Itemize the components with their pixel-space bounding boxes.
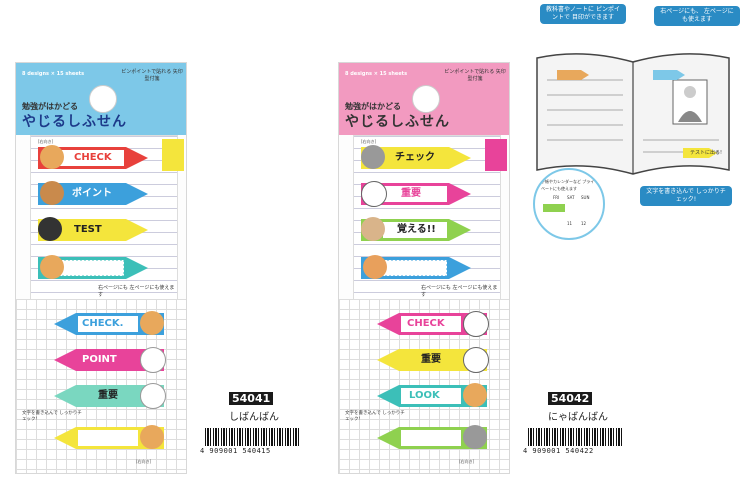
shiba-icon <box>40 145 64 169</box>
hang-hole <box>412 85 440 113</box>
instruction-note: 文字を書き込んで しっかりチェック! <box>22 411 82 422</box>
black-shiba-icon <box>38 217 62 241</box>
product-package-shiba: 8 designs × 15 sheets ピンポイントで貼れる 矢印型付箋 勉… <box>15 62 187 474</box>
tag-text: ポイント <box>72 188 112 199</box>
instruction-note: 文字を書き込んで しっかりチェック! <box>345 411 405 422</box>
tag-text: CHECK. <box>82 318 124 329</box>
product-name: しばんばん <box>229 412 279 423</box>
arrow-tag-green-left <box>377 425 487 449</box>
arrow-tag-yellow: TEST <box>38 217 148 241</box>
shiba-icon <box>140 425 164 449</box>
calendar-number: 11 <box>567 221 573 226</box>
cat-icon <box>463 311 489 337</box>
tag-text: チェック <box>395 152 435 163</box>
cat-icon <box>463 425 487 449</box>
mini-arrow-tag <box>543 204 565 212</box>
arrow-tag-pink: 重要 <box>361 181 471 207</box>
tag-text: TEST <box>74 224 102 235</box>
mid-note: 右ページにも 左ページにも使えます <box>421 285 498 298</box>
product-name: にゃばんばん <box>548 412 608 423</box>
callout-top-right: 右ページにも、 左ページにも使えます <box>654 6 740 26</box>
callout-top-left: 教科書やノートに ピンポイントで 目印ができます <box>540 4 626 24</box>
arrow-tag-blue-left: CHECK. <box>54 311 164 335</box>
tag-text: CHECK <box>74 152 112 163</box>
shiba-icon <box>140 347 166 373</box>
header-note: ピンポイントで貼れる 矢印型付箋 <box>444 69 506 82</box>
barcode <box>528 428 624 446</box>
arrow-tag-pink-left: CHECK <box>377 311 489 337</box>
mid-note: 右ページにも 左ページにも使えます <box>98 285 175 298</box>
count-label: 8 designs × 15 sheets <box>345 71 408 77</box>
arrow-tag-pink-left: POINT <box>54 347 166 373</box>
product-code: 54042 <box>548 392 593 405</box>
barcode-number: 4 909001 540422 <box>523 447 594 455</box>
white-shiba-icon <box>140 383 166 409</box>
cat-icon <box>463 347 489 373</box>
callout-bottom: 文字を書き込んで しっかりチェック! <box>640 186 732 206</box>
direction-label: [右向き] <box>38 139 54 144</box>
arrow-tag-blue <box>361 255 471 279</box>
product-package-cat: 8 designs × 15 sheets ピンポイントで貼れる 矢印型付箋 勉… <box>338 62 510 474</box>
shiba-icon <box>40 181 64 205</box>
header-note: ピンポイントで貼れる 矢印型付箋 <box>121 69 183 82</box>
tag-text: POINT <box>82 354 117 365</box>
count-label: 8 designs × 15 sheets <box>22 71 85 77</box>
tag-text: 重要 <box>98 390 118 401</box>
cat-icon <box>463 383 487 407</box>
cat-icon <box>361 181 387 207</box>
side-tab <box>162 139 184 171</box>
circle-note: 手帳やカレンダーなど プライベートにも使えます <box>541 179 595 191</box>
open-book-illustration <box>536 53 730 175</box>
cat-icon <box>361 217 385 241</box>
product-title: やじるしふせん <box>22 114 127 130</box>
lead-text: 勉強がはかどる <box>345 102 401 111</box>
calendar-day: SAT <box>567 195 575 200</box>
tag-text: LOOK <box>409 390 440 401</box>
calendar-inset: 手帳やカレンダーなど プライベートにも使えます FRI SAT SUN 11 1… <box>533 168 605 240</box>
arrow-tag-yellow-left: 重要 <box>377 347 489 373</box>
package-header: 8 designs × 15 sheets ピンポイントで貼れる 矢印型付箋 勉… <box>339 63 509 135</box>
package-header: 8 designs × 15 sheets ピンポイントで貼れる 矢印型付箋 勉… <box>16 63 186 135</box>
lead-text: 勉強がはかどる <box>22 102 78 111</box>
shiba-icon <box>40 255 64 279</box>
hang-hole <box>89 85 117 113</box>
arrow-tag-yellow: チェック <box>361 145 471 169</box>
arrow-tag-blue: ポイント <box>38 181 148 205</box>
barcode-number: 4 909001 540415 <box>200 447 271 455</box>
arrow-tag-yellow-left <box>54 425 164 449</box>
sleeping-cat-icon <box>363 255 387 279</box>
arrow-tag-teal-left: LOOK <box>377 383 487 407</box>
direction-label: [右向き] <box>361 139 377 144</box>
arrow-tag-red: CHECK <box>38 145 148 169</box>
arrow-tag-teal <box>38 255 148 279</box>
tag-text: 重要 <box>401 188 421 199</box>
product-title: やじるしふせん <box>345 114 450 130</box>
tag-text: 重要 <box>421 354 441 365</box>
arrow-tag-green: 覚える!! <box>361 217 471 241</box>
calendar-number: 12 <box>581 221 587 226</box>
tag-text-illustration: テストに出る! <box>690 150 723 156</box>
direction-label: [右向き] <box>459 459 475 464</box>
calendar-day: SUN <box>581 195 590 200</box>
calendar-day: FRI <box>553 195 560 200</box>
shiba-icon <box>140 311 164 335</box>
direction-label: [右向き] <box>136 459 152 464</box>
tag-text: CHECK <box>407 318 445 329</box>
product-code: 54041 <box>229 392 274 405</box>
side-tab <box>485 139 507 171</box>
barcode <box>205 428 301 446</box>
tag-text: 覚える!! <box>397 224 436 235</box>
cat-icon <box>361 145 385 169</box>
arrow-tag-mint-left: 重要 <box>54 383 166 409</box>
